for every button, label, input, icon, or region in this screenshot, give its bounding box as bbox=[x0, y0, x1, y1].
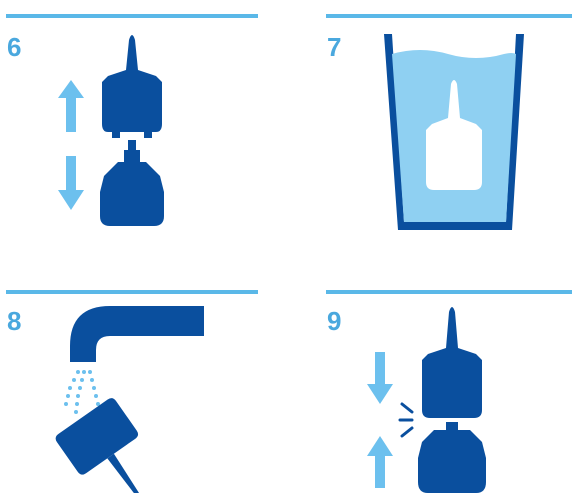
soak-in-water-icon bbox=[384, 34, 524, 230]
nozzle-top-part bbox=[422, 307, 482, 418]
separate-bottle-icon bbox=[58, 35, 164, 226]
arrow-down-icon bbox=[58, 156, 84, 210]
arrow-up-icon bbox=[58, 80, 84, 132]
reassemble-bottle-icon bbox=[367, 307, 486, 493]
rinsed-nozzle bbox=[54, 396, 168, 493]
faucet-icon bbox=[70, 306, 204, 362]
nozzle-top-part bbox=[102, 35, 162, 132]
water-spray bbox=[64, 370, 102, 414]
arrow-up-icon bbox=[367, 436, 393, 488]
bottle-neck bbox=[124, 140, 140, 162]
rinse-under-tap-icon bbox=[54, 306, 204, 493]
arrow-down-icon bbox=[367, 352, 393, 404]
click-lines-icon bbox=[400, 404, 412, 436]
nozzle-notch bbox=[112, 132, 120, 138]
bottle-body bbox=[418, 422, 486, 493]
bottle-body bbox=[100, 162, 164, 226]
nozzle-notch bbox=[144, 132, 152, 138]
